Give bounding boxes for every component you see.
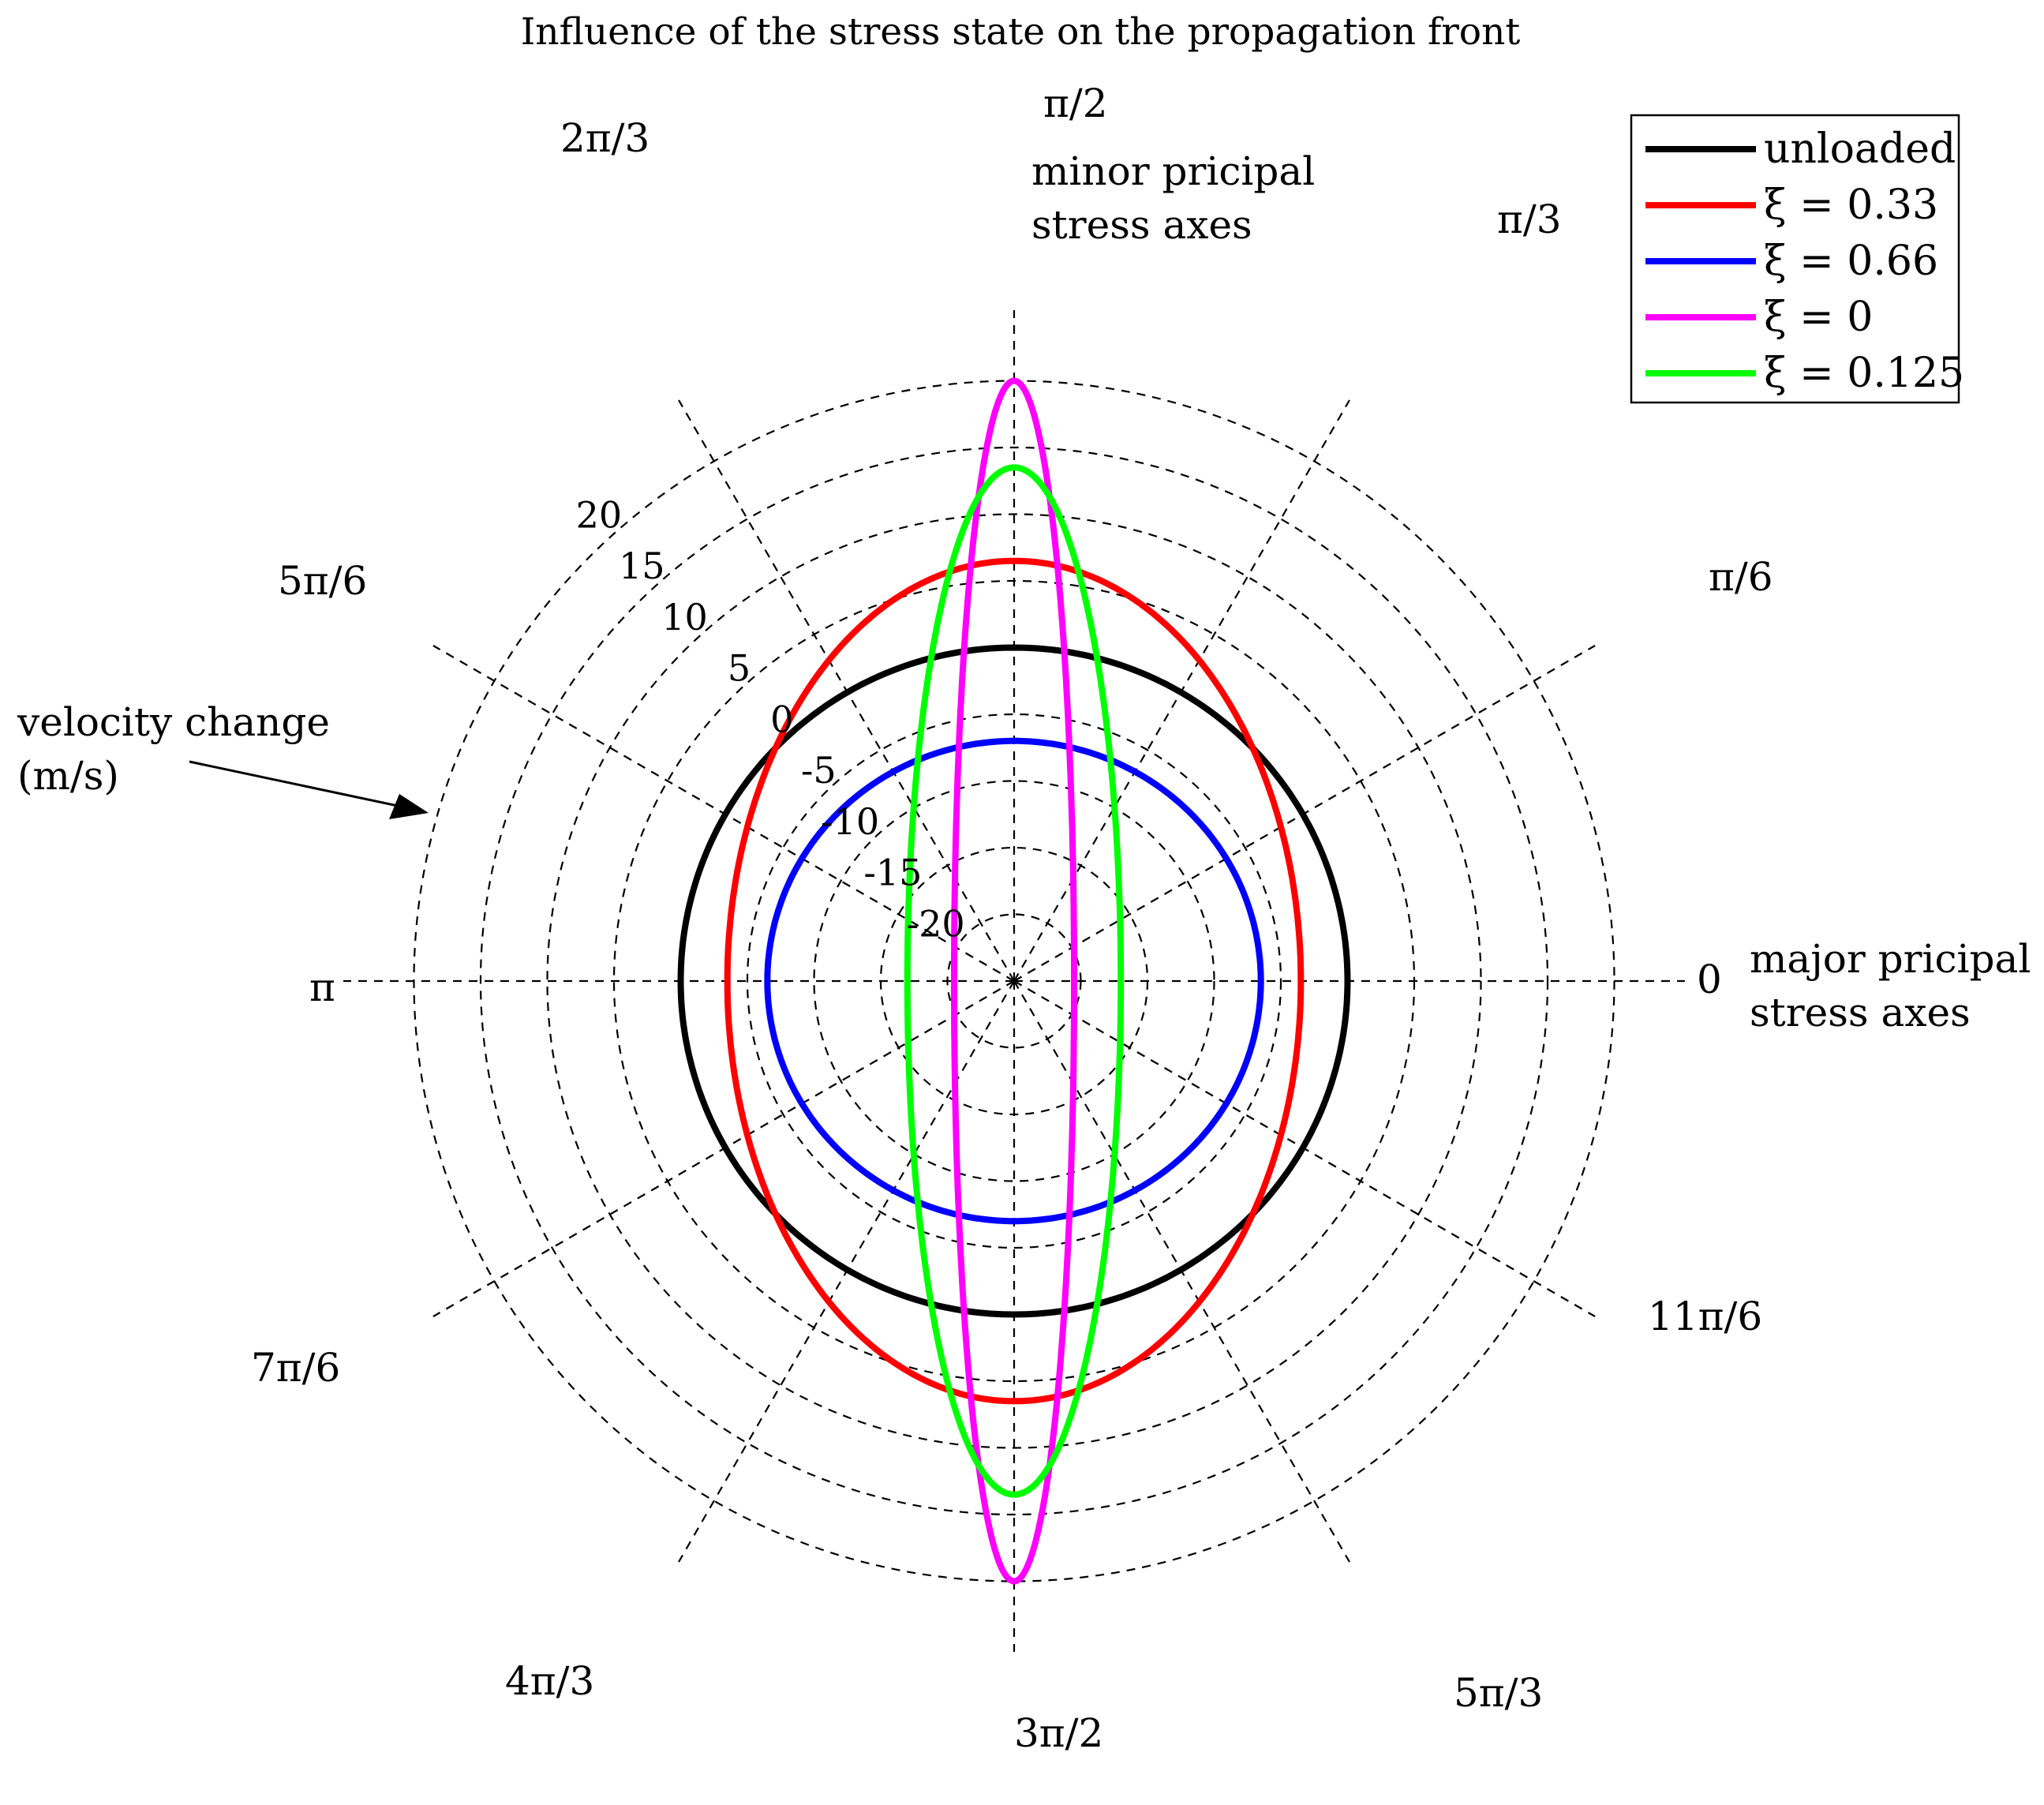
angle-tick-label: π/6 bbox=[1709, 554, 1773, 600]
radial-tick-label: -15 bbox=[863, 852, 922, 894]
radial-tick-label: -5 bbox=[801, 749, 837, 792]
radial-tick-label: 5 bbox=[728, 647, 751, 690]
radial-tick-label: 10 bbox=[661, 596, 708, 638]
grid-ring bbox=[746, 713, 1282, 1249]
velocity-arrow-head bbox=[389, 794, 429, 819]
label-layer: Influence of the stress state on the pro… bbox=[17, 10, 2031, 1756]
radial-tick-label: 15 bbox=[619, 545, 665, 587]
major-axis-label-line-1: major pricipal bbox=[1750, 936, 2031, 982]
angle-tick-label: 2π/3 bbox=[560, 115, 650, 161]
angle-tick-label: 5π/6 bbox=[278, 558, 367, 604]
angle-tick-label: π/2 bbox=[1043, 81, 1108, 126]
legend-label: ξ = 0.66 bbox=[1764, 238, 1938, 285]
velocity-arrow-shaft bbox=[189, 760, 410, 810]
series-curve bbox=[904, 464, 1125, 1498]
series-curve bbox=[764, 737, 1264, 1225]
chart-title: Influence of the stress state on the pro… bbox=[521, 10, 1521, 54]
minor-axis-label-line-1: minor pricipal bbox=[1031, 148, 1315, 194]
series-layer bbox=[677, 377, 1351, 1585]
radial-tick-label: 20 bbox=[576, 493, 623, 536]
angle-tick-label: 11π/6 bbox=[1648, 1294, 1762, 1339]
angle-tick-label: π bbox=[309, 964, 335, 1010]
grid-ring bbox=[546, 513, 1482, 1449]
legend-label: ξ = 0.33 bbox=[1764, 182, 1938, 229]
minor-axis-label-line-2: stress axes bbox=[1031, 202, 1252, 248]
angle-tick-label: 3π/2 bbox=[1014, 1710, 1103, 1756]
angle-tick-label: π/3 bbox=[1497, 197, 1562, 242]
series-curve bbox=[677, 644, 1351, 1318]
radial-axis-label-line-2: (m/s) bbox=[17, 753, 119, 799]
angle-tick-label: 7π/6 bbox=[251, 1345, 340, 1391]
legend-label: ξ = 0.125 bbox=[1764, 350, 1964, 397]
angle-tick-label: 4π/3 bbox=[505, 1658, 594, 1704]
series-curve bbox=[951, 377, 1077, 1585]
radial-tick-label: 0 bbox=[770, 698, 793, 740]
grid-ring bbox=[479, 446, 1549, 1516]
radial-axis-label-line-1: velocity change bbox=[17, 699, 330, 745]
radial-tick-label: -10 bbox=[821, 800, 879, 843]
legend-label: ξ = 0 bbox=[1764, 294, 1873, 341]
series-curve bbox=[724, 557, 1305, 1405]
grid-ring bbox=[813, 780, 1215, 1182]
radial-tick-label: -20 bbox=[907, 902, 965, 945]
angle-tick-label: 0 bbox=[1697, 957, 1722, 1002]
legend-label: unloaded bbox=[1764, 125, 1956, 173]
polar-grid bbox=[343, 310, 1685, 1652]
major-axis-label-line-2: stress axes bbox=[1750, 990, 1971, 1035]
legend: unloaded ξ = 0.33 ξ = 0.66 ξ = 0 ξ = 0.125 bbox=[1630, 114, 1964, 404]
angle-tick-label: 5π/3 bbox=[1454, 1670, 1543, 1716]
